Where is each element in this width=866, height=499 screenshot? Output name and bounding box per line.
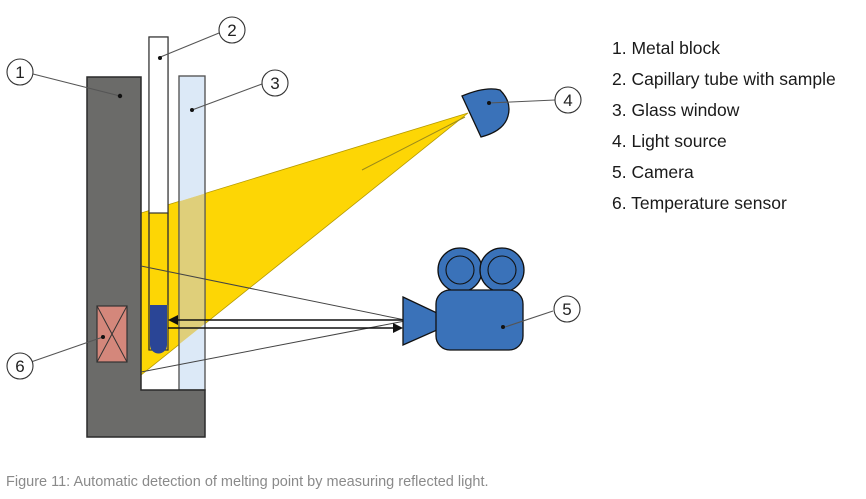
- svg-text:5: 5: [562, 300, 571, 319]
- legend-item-metal-block: 1. Metal block: [612, 38, 720, 58]
- callout-2: 2: [218, 16, 246, 44]
- figure-caption: Figure 11: Automatic detection of meltin…: [6, 474, 489, 490]
- svg-text:2: 2: [227, 21, 236, 40]
- sample: [150, 305, 167, 354]
- camera-icon: [402, 247, 525, 351]
- leader-dots: [101, 56, 505, 339]
- callout-1: 1: [6, 58, 34, 86]
- arrowhead-to-camera: [393, 323, 403, 333]
- svg-text:4: 4: [563, 91, 572, 110]
- legend-item-light-source: 4. Light source: [612, 131, 727, 151]
- callout-3: 3: [261, 69, 289, 97]
- callout-4: 4: [554, 86, 582, 114]
- temperature-sensor: [96, 305, 128, 363]
- reflected-ray-lower: [140, 320, 406, 373]
- callout-6: 6: [6, 352, 34, 380]
- beam-center-line: [361, 116, 466, 171]
- legend-item-temperature-sensor: 6. Temperature sensor: [612, 193, 787, 213]
- light-source-icon: [461, 88, 510, 138]
- svg-text:3: 3: [270, 74, 279, 93]
- svg-text:6: 6: [15, 357, 24, 376]
- legend: 1. Metal block 2. Capillary tube with sa…: [612, 36, 836, 222]
- callout-5: 5: [553, 295, 581, 323]
- legend-item-glass-window: 3. Glass window: [612, 100, 740, 120]
- arrowhead-to-sample: [168, 315, 178, 325]
- svg-text:1: 1: [15, 63, 24, 82]
- capillary-tube-top: [148, 36, 169, 214]
- legend-item-capillary-tube: 2. Capillary tube with sample: [612, 69, 836, 89]
- leader-lines: [30, 32, 556, 363]
- legend-item-camera: 5. Camera: [612, 162, 694, 182]
- reflected-ray-upper: [140, 265, 406, 321]
